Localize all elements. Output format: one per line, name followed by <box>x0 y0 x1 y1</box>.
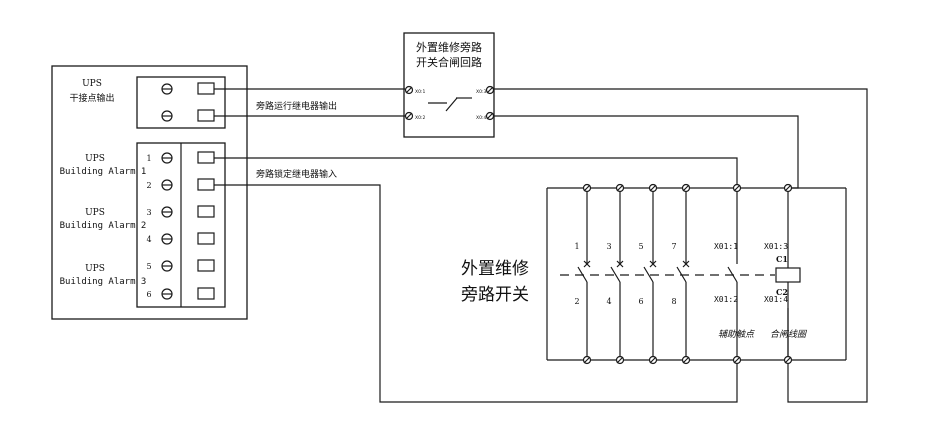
screw-terminal-icon <box>485 111 495 121</box>
screw-terminal-icon <box>161 83 173 95</box>
alarm2-title: UPS <box>85 208 105 218</box>
wire <box>214 184 738 403</box>
aux-contact-label: 辅助触点 <box>718 329 755 340</box>
pin-label: X0:2 <box>415 115 425 121</box>
pole-number: 7 <box>671 242 676 251</box>
wire <box>214 157 738 188</box>
pole-number: 3 <box>606 242 611 251</box>
pole-number: 2 <box>574 297 579 306</box>
pole-number: 8 <box>671 297 676 306</box>
terminal-number: 2 <box>146 181 151 190</box>
pin-label: X0:1 <box>415 89 425 95</box>
switch-blade-icon <box>610 266 621 283</box>
alarm3-subtitle: Building Alarm 3 <box>60 277 147 287</box>
pole-number: 1 <box>574 242 579 251</box>
coil-top-label: X01:3 <box>764 242 788 251</box>
screw-terminal-icon <box>485 85 495 95</box>
screw-terminal-icon <box>404 111 414 121</box>
dry-contact-subtitle: 干接点输出 <box>69 92 114 104</box>
screw-terminal-icon <box>161 152 173 164</box>
closing-coil-icon <box>775 267 801 283</box>
run-relay-label: 旁路运行继电器输出 <box>256 100 337 112</box>
alarm1-title: UPS <box>85 154 105 164</box>
terminal-number: 1 <box>146 154 151 163</box>
screw-terminal-icon <box>161 260 173 272</box>
coil-c1-label: C1 <box>776 254 788 264</box>
screw-terminal-icon <box>161 233 173 245</box>
aux-top-label: X01:1 <box>714 242 738 251</box>
screw-terminal-icon <box>161 206 173 218</box>
bypass-loop-title-line1: 外置维修旁路 <box>416 40 482 54</box>
contact-x-icon <box>583 260 690 268</box>
aux-bottom-label: X01:2 <box>714 295 738 304</box>
screw-terminal-icon <box>582 183 793 193</box>
coil-c2-label: C2 <box>776 287 788 297</box>
terminal-slot <box>197 259 215 272</box>
switch-title-line2: 旁路开关 <box>461 285 529 305</box>
screw-terminal-icon <box>404 85 414 95</box>
pin-label: X0:3 <box>476 89 486 95</box>
alarm3-title: UPS <box>85 264 105 274</box>
terminal-slot <box>197 178 215 191</box>
pole-number: 6 <box>638 297 643 306</box>
screw-terminal-icon <box>161 288 173 300</box>
screw-terminal-icon <box>161 110 173 122</box>
alarm2-subtitle: Building Alarm 2 <box>60 221 147 231</box>
terminal-slot <box>197 82 215 95</box>
alarm1-subtitle: Building Alarm 1 <box>60 167 147 177</box>
wire <box>494 115 799 189</box>
terminal-number: 4 <box>146 235 151 244</box>
terminal-slot <box>197 151 215 164</box>
bypass-loop-title-line2: 开关合闸回路 <box>416 55 482 69</box>
coil-bottom-label: X01:4 <box>764 295 788 304</box>
switch-blade-icon <box>643 266 654 283</box>
closing-coil-label: 合闸线圈 <box>770 329 808 340</box>
wire <box>494 88 868 403</box>
pin-label: X0:4 <box>476 115 486 121</box>
screw-terminal-icon <box>161 179 173 191</box>
switch-title-line1: 外置维修 <box>461 259 529 279</box>
lock-relay-label: 旁路锁定继电器输入 <box>256 168 337 180</box>
pole-number: 5 <box>638 242 643 251</box>
contact-switch-icon <box>428 97 472 112</box>
terminal-number: 3 <box>146 208 151 217</box>
terminal-slot <box>197 232 215 245</box>
dry-contact-title: UPS <box>82 79 102 89</box>
pole-number: 4 <box>606 297 611 306</box>
terminal-slot <box>197 109 215 122</box>
terminal-slot <box>197 287 215 300</box>
bypass-loop-box <box>403 32 495 138</box>
terminal-number: 5 <box>146 262 151 271</box>
terminal-number: 6 <box>146 290 151 299</box>
terminal-slot <box>197 205 215 218</box>
screw-terminal-icon <box>582 355 793 365</box>
